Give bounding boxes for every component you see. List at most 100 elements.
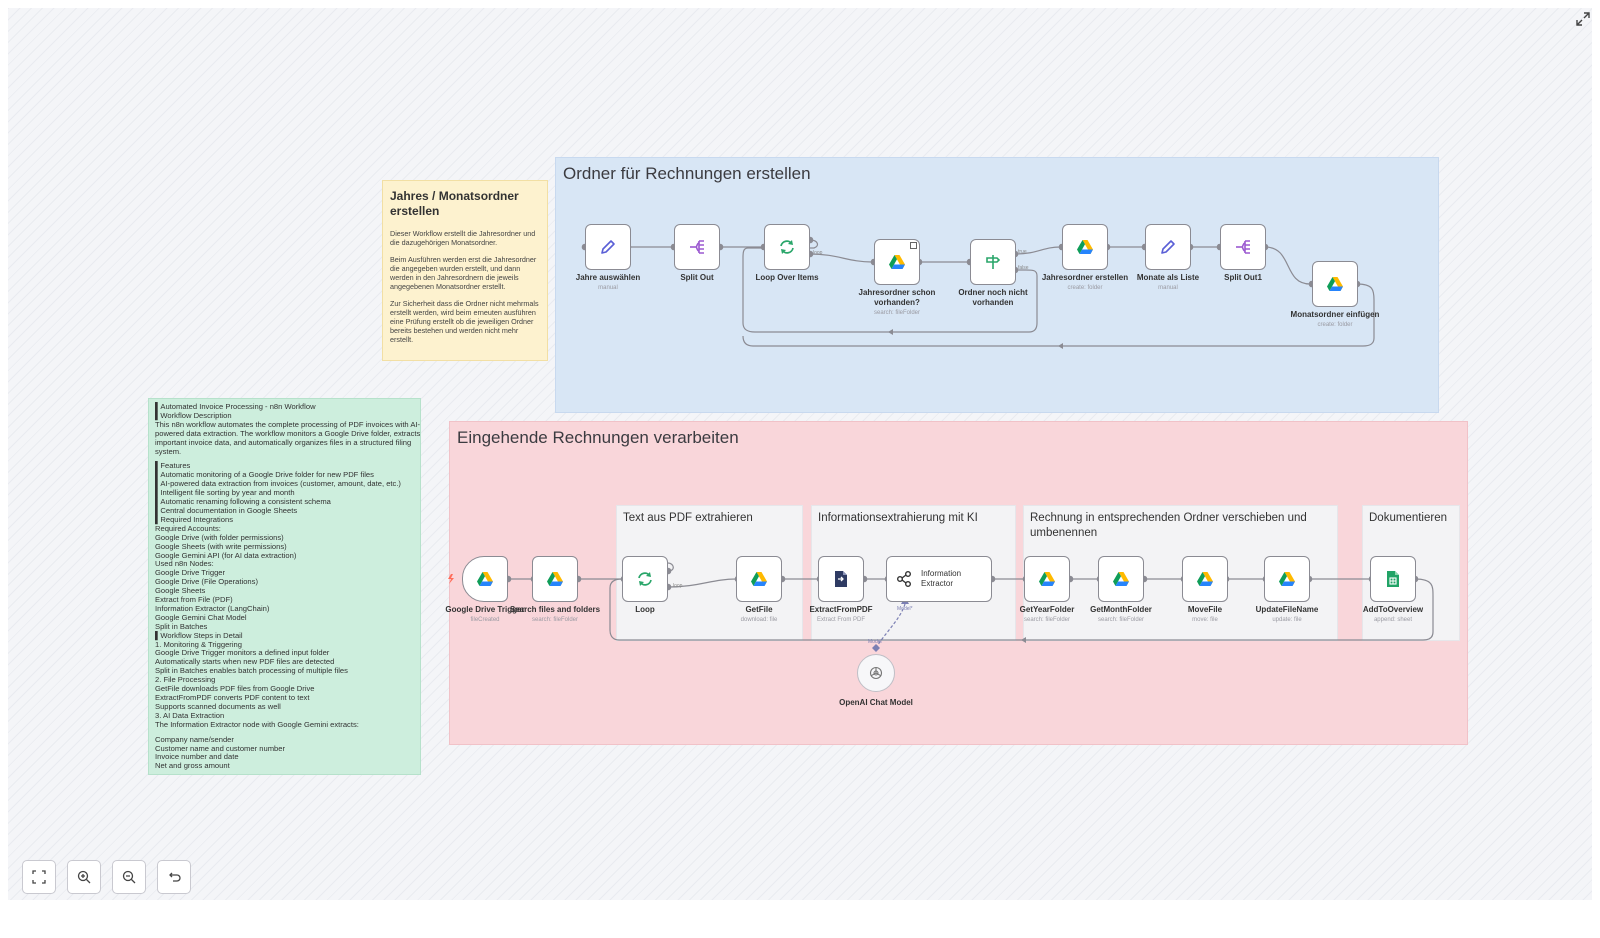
ai-edge[interactable] xyxy=(875,603,906,649)
zoom-in-button[interactable] xyxy=(67,860,101,894)
edge[interactable] xyxy=(1014,246,1061,255)
sticky-text-line: ▌Workflow Description xyxy=(155,410,232,420)
node-label: Jahresordner erstellen xyxy=(1041,273,1129,282)
fit-view-button[interactable] xyxy=(22,860,56,894)
node-jahre-auswaehlen[interactable] xyxy=(585,224,631,270)
node-monatsordner-einfuegen[interactable] xyxy=(1312,261,1358,307)
sticky-text-line: Company name/sender xyxy=(155,734,234,744)
google-drive-icon xyxy=(1113,572,1129,586)
node-getfile[interactable] xyxy=(736,556,782,602)
node-split-out[interactable] xyxy=(674,224,720,270)
node-subtitle: search: fileFolder xyxy=(873,310,921,316)
sticky-text-line: Google Sheets xyxy=(155,586,206,596)
expand-icon xyxy=(1576,12,1590,26)
sticky-paragraph: Zur Sicherheit dass die Ordner nicht meh… xyxy=(390,299,539,344)
node-movefile[interactable] xyxy=(1182,556,1228,602)
node-split-out1[interactable] xyxy=(1220,224,1266,270)
node-addtooverview[interactable] xyxy=(1370,556,1416,602)
sticky-title: Informationsextrahierung mit KI xyxy=(818,512,978,524)
sticky-title: Ordner für Rechnungen erstellen xyxy=(563,164,811,183)
sticky-text-line: Google Gemini Chat Model xyxy=(155,612,247,622)
edge-label: loop xyxy=(813,250,823,256)
edge-label: true xyxy=(1018,249,1027,255)
node-label: Jahresordner schon xyxy=(858,288,936,297)
workflow-canvas[interactable]: Ordner für Rechnungen erstellen Eingehen… xyxy=(8,8,1592,900)
node-openai-chat-model[interactable] xyxy=(857,654,895,692)
edge[interactable] xyxy=(742,283,1375,347)
node-badge xyxy=(910,242,917,249)
sticky-text-line: Extract from File (PDF) xyxy=(155,595,233,605)
node-label: Extractor xyxy=(921,579,954,588)
sticky-title: Eingehende Rechnungen verarbeiten xyxy=(457,428,739,447)
sticky-text-line: ▌Intelligent file sorting by year and mo… xyxy=(155,488,295,498)
zoom-out-button[interactable] xyxy=(112,860,146,894)
sticky-text-line: Customer name and customer number xyxy=(155,743,285,753)
google-drive-icon xyxy=(1197,572,1213,586)
edge-label: false xyxy=(1018,265,1029,271)
node-label: OpenAI Chat Model xyxy=(839,698,913,707)
node-getmonthfolder[interactable] xyxy=(1098,556,1144,602)
edge[interactable] xyxy=(1264,246,1311,285)
zoom-out-icon xyxy=(122,870,136,884)
google-drive-icon xyxy=(889,255,905,269)
node-label: vorhanden? xyxy=(874,298,920,307)
expand-button[interactable] xyxy=(1576,12,1590,26)
sticky-text-line: This n8n workflow automates the complete… xyxy=(155,419,421,429)
edge[interactable] xyxy=(667,578,737,588)
split-icon xyxy=(690,240,704,254)
node-monate-als-liste[interactable] xyxy=(1145,224,1191,270)
node-ordner-noch-nicht-vorhanden[interactable] xyxy=(970,239,1016,285)
node-getyearfolder[interactable] xyxy=(1024,556,1070,602)
sticky-text-line: Supports scanned documents as well xyxy=(155,701,281,711)
node-subtitle: Extract From PDF xyxy=(816,617,865,623)
sticky-workflow-documentation[interactable]: ▌Automated Invoice Processing - n8n Work… xyxy=(148,398,421,775)
trigger-bolt-icon xyxy=(448,574,454,584)
sticky-text-line: Automatically starts when new PDF files … xyxy=(155,657,335,667)
edge[interactable] xyxy=(809,253,873,263)
node-google-drive-trigger[interactable] xyxy=(462,556,508,602)
node-label: Ordner noch nicht xyxy=(958,288,1028,297)
node-updatefilename[interactable] xyxy=(1264,556,1310,602)
sticky-paragraph: Dieser Workflow erstellt die Jahresordne… xyxy=(390,229,536,247)
pdf-extract-icon xyxy=(835,571,847,587)
sticky-text-line: GetFile downloads PDF files from Google … xyxy=(155,684,315,694)
node-subtitle: search: fileFolder xyxy=(1023,617,1071,623)
node-label: GetFile xyxy=(745,605,773,614)
node-jahresordner-erstellen[interactable] xyxy=(1062,224,1108,270)
sticky-year-month-info[interactable]: Jahres / Monatsordner erstellen Dieser W… xyxy=(382,180,548,361)
node-jahresordner-schon-vorhanden[interactable] xyxy=(874,239,920,285)
node-label: Jahre auswählen xyxy=(575,273,641,282)
node-information-extractor[interactable]: Information Extractor xyxy=(886,556,992,602)
reset-zoom-button[interactable] xyxy=(157,860,191,894)
google-drive-icon xyxy=(1077,240,1093,254)
node-label: ExtractFromPDF xyxy=(809,605,873,614)
node-subtitle: download: file xyxy=(740,617,778,623)
node-label: GetYearFolder xyxy=(1019,605,1075,614)
sticky-folder-creation[interactable]: Ordner für Rechnungen erstellen xyxy=(555,157,1439,413)
pencil-icon xyxy=(601,240,615,254)
loop-icon xyxy=(780,240,794,254)
pencil-icon xyxy=(1161,240,1175,254)
node-subtitle: create: folder xyxy=(1317,322,1353,328)
node-subtitle: search: fileFolder xyxy=(531,617,579,623)
sticky-title: Rechnung in entsprechenden Ordner versch… xyxy=(1030,512,1307,539)
sticky-text-line: 1. Monitoring & Triggering xyxy=(155,639,242,649)
node-subtitle: append: sheet xyxy=(1373,617,1413,623)
node-loop-over-items[interactable] xyxy=(764,224,810,270)
edge[interactable] xyxy=(742,239,1038,333)
sticky-text-line: Split in Batches enables batch processin… xyxy=(155,666,348,676)
node-subtitle: search: fileFolder xyxy=(1097,617,1145,623)
node-search-files-and-folders[interactable] xyxy=(532,556,578,602)
edge-label: Model* xyxy=(897,606,913,612)
sticky-text-line: ▌Features xyxy=(155,461,191,471)
node-label: Split Out1 xyxy=(1224,273,1262,282)
node-extractfrompdf[interactable] xyxy=(818,556,864,602)
node-loop[interactable] xyxy=(622,556,668,602)
sticky-title: Dokumentieren xyxy=(1369,512,1447,524)
split-icon xyxy=(1236,240,1250,254)
google-drive-icon xyxy=(547,572,563,586)
node-label: UpdateFileName xyxy=(1255,605,1319,614)
sticky-text-line: ▌Required Integrations xyxy=(155,514,233,524)
node-subtitle: manual xyxy=(1158,285,1178,291)
google-drive-icon xyxy=(1279,572,1295,586)
